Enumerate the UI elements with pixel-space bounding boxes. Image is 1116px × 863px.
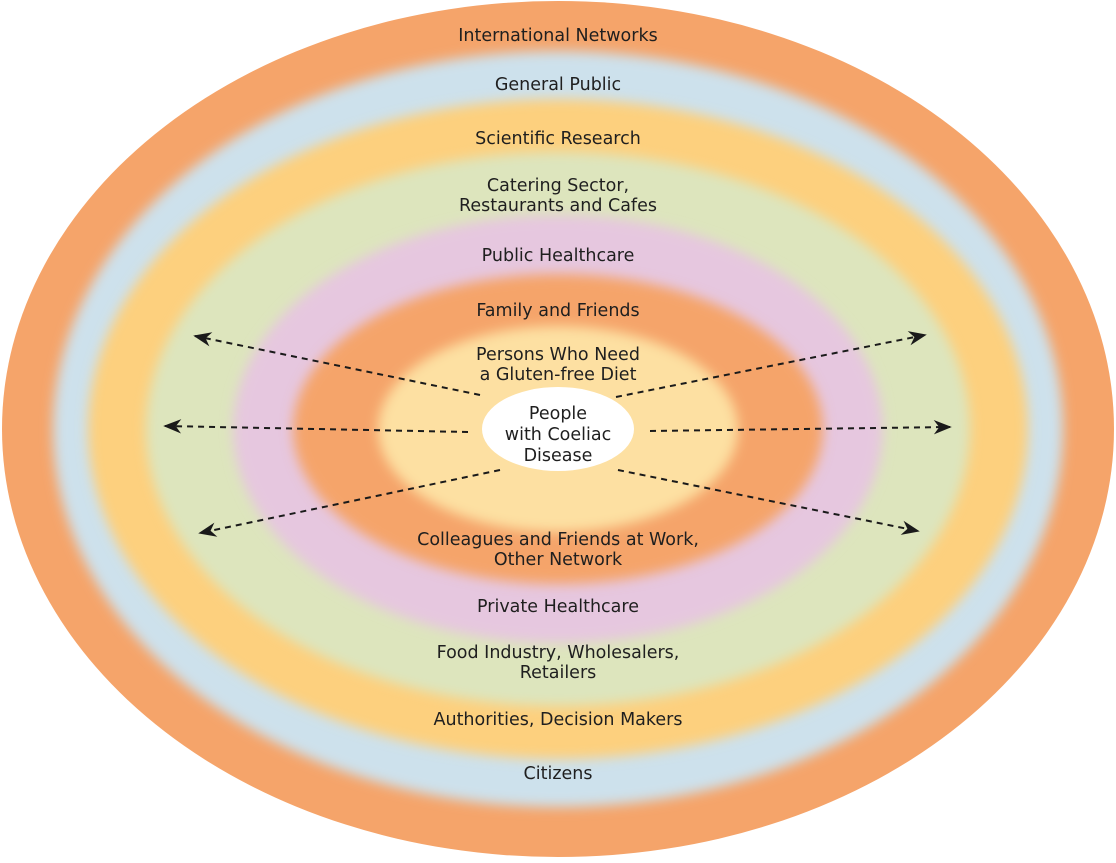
ring-label-international-networks-top: International Networks xyxy=(458,26,657,46)
ring-label-catering-sector-top: Restaurants and Cafes xyxy=(459,196,657,216)
center-label: with Coeliac xyxy=(505,425,611,445)
arrows-layer xyxy=(163,331,952,537)
ring-label-general-public-top: General Public xyxy=(495,75,621,95)
ring-label-scientific-research-top: Scientific Research xyxy=(475,129,641,149)
ring-label-family-and-friends-top: Family and Friends xyxy=(476,301,639,321)
arrow-lower-right xyxy=(617,469,920,535)
ring-label-public-healthcare-bottom: Private Healthcare xyxy=(477,597,639,617)
arrow-upper-left xyxy=(193,332,481,396)
center-label: Disease xyxy=(524,446,593,466)
ring-label-family-and-friends-bottom: Other Network xyxy=(494,550,623,570)
ring-label-catering-sector-bottom: Retailers xyxy=(520,663,597,683)
ring-label-scientific-research-bottom: Authorities, Decision Makers xyxy=(434,710,683,730)
ring-label-gluten-free-diet-top: Persons Who Need xyxy=(476,345,640,365)
ring-label-catering-sector-top: Catering Sector, xyxy=(487,176,629,196)
center-label: People xyxy=(529,404,587,424)
ring-label-public-healthcare-top: Public Healthcare xyxy=(482,246,635,266)
ring-label-catering-sector-bottom: Food Industry, Wholesalers, xyxy=(437,643,680,663)
arrow-lower-left xyxy=(198,469,501,537)
center-ellipse xyxy=(482,387,634,471)
ring-label-gluten-free-diet-top: a Gluten-free Diet xyxy=(480,365,637,385)
arrow-upper-right xyxy=(615,331,927,398)
ring-label-general-public-bottom: Citizens xyxy=(524,764,593,784)
ring-label-family-and-friends-bottom: Colleagues and Friends at Work, xyxy=(417,530,699,550)
